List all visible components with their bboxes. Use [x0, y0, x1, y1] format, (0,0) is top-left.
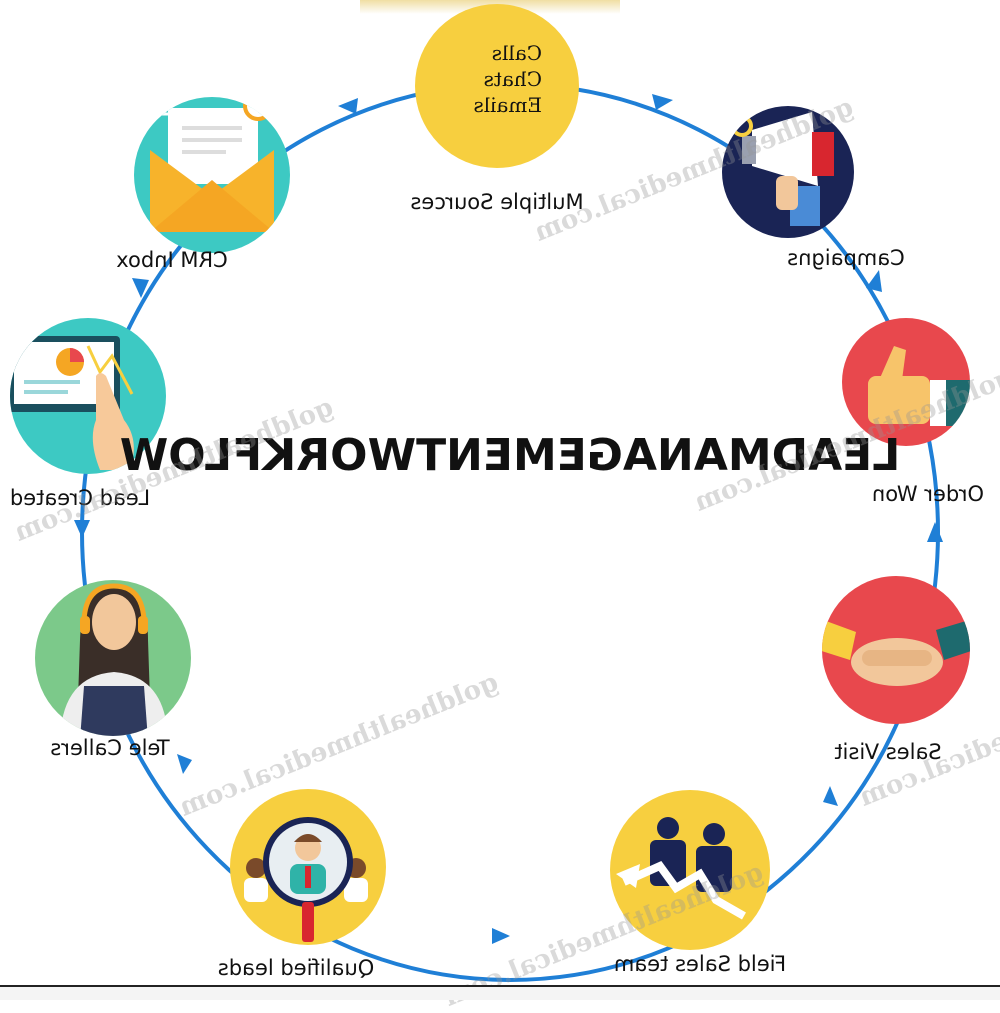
thumbs-up-icon	[868, 346, 970, 426]
inner-line-emails: Emails	[473, 93, 542, 117]
node-field-sales-team	[610, 790, 770, 950]
node-order-won	[842, 318, 970, 446]
team-growth-icon	[616, 817, 746, 920]
node-multiple-sources	[415, 4, 579, 168]
monitor-touch-icon	[10, 336, 134, 470]
magnifier-person-icon	[244, 817, 368, 942]
label-order-won: Order Won	[871, 482, 985, 506]
arrow-icon	[492, 928, 510, 944]
inner-line-chats: Chats	[483, 67, 542, 91]
node-tele-callers	[35, 580, 191, 736]
arrow-icon	[652, 94, 673, 110]
label-campaigns: Campaigns	[787, 246, 905, 270]
arrow-icon	[927, 522, 943, 542]
arrow-icon	[338, 98, 358, 114]
label-field-sales-team: Field Sales team	[613, 952, 787, 976]
label-qualified-leads: Qualified leads	[217, 956, 375, 980]
megaphone-icon	[731, 112, 834, 226]
ring-arrows	[74, 94, 943, 944]
headset-agent-icon	[60, 583, 168, 736]
arrow-icon	[823, 786, 838, 806]
inner-line-calls: Calls	[491, 41, 542, 65]
node-lead-created	[10, 318, 166, 474]
arrow-icon	[132, 278, 149, 298]
bottom-strip	[0, 987, 1000, 1000]
node-qualified-leads	[230, 789, 386, 945]
arrow-icon	[866, 270, 882, 292]
envelope-icon	[150, 97, 274, 232]
label-tele-callers: Tele Callers	[50, 736, 170, 760]
node-campaigns	[722, 106, 854, 238]
label-crm-inbox: CRM Inbox	[116, 248, 228, 272]
node-sales-visit	[822, 576, 970, 724]
arrow-icon	[74, 520, 90, 538]
multiple-sources-inner-text: Calls Chats Emails	[452, 40, 542, 118]
node-crm-inbox	[134, 97, 290, 253]
arrow-icon	[177, 754, 192, 774]
bottom-border	[0, 985, 1000, 987]
